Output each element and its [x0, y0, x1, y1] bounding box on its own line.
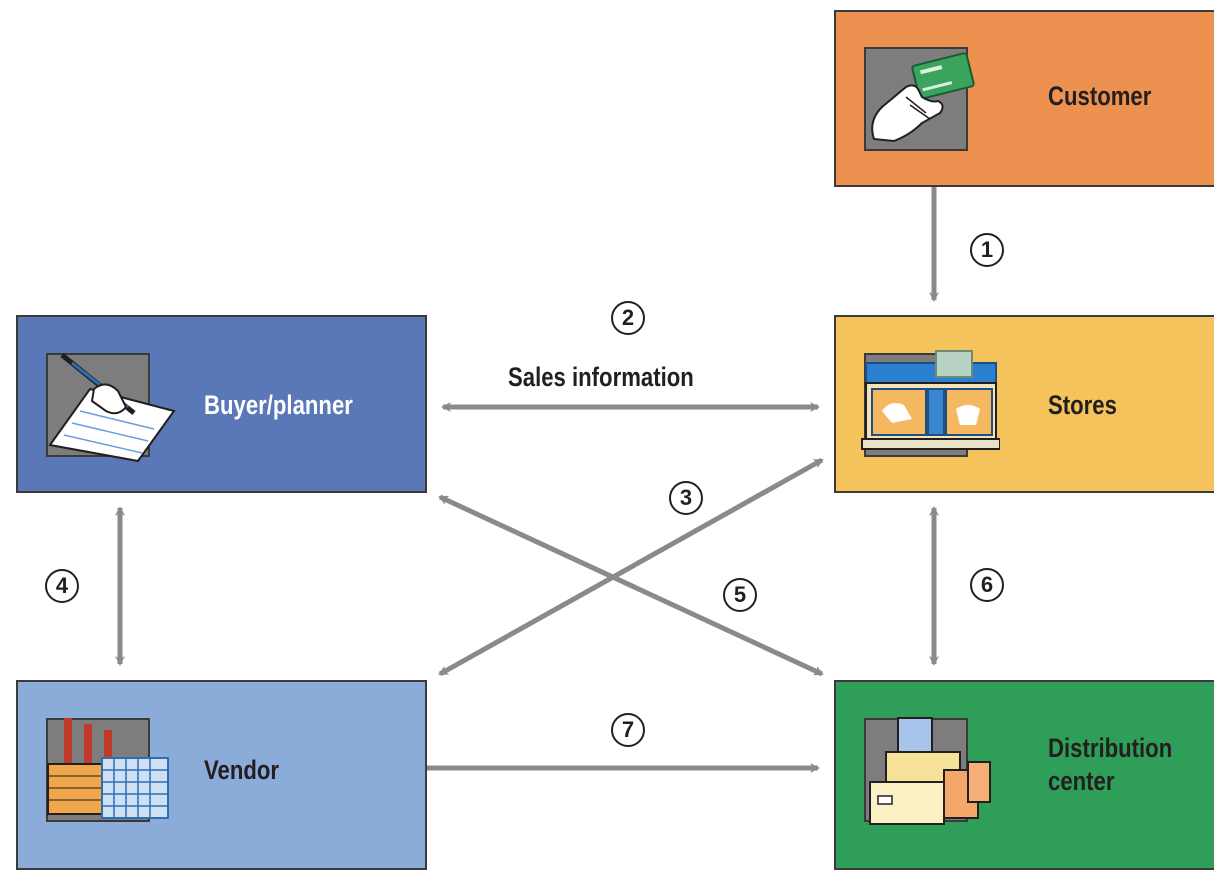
- distribution-center-label-line2: center: [1048, 765, 1115, 796]
- buyer-planner-node: Buyer/planner: [16, 315, 427, 493]
- edge-number-1: 1: [970, 233, 1004, 267]
- hand-pen-icon: [46, 353, 176, 463]
- customer-label: Customer: [1048, 81, 1152, 111]
- customer-node: Customer: [834, 10, 1214, 187]
- edge-number-2: 2: [611, 301, 645, 335]
- vendor-node: Vendor: [16, 680, 427, 870]
- stores-node: Stores: [834, 315, 1214, 493]
- edge-label-sales-information: Sales information: [508, 362, 694, 392]
- edge-number-4: 4: [45, 569, 79, 603]
- distribution-center-label: Distribution center: [1048, 732, 1172, 798]
- arrow-buyer-dc: [438, 494, 824, 677]
- hand-card-icon: [864, 47, 975, 151]
- storefront-icon: [861, 350, 1000, 457]
- edge-number-5: 5: [723, 578, 757, 612]
- distribution-center-label-line1: Distribution: [1048, 733, 1173, 763]
- edge-number-3: 3: [669, 481, 703, 515]
- edge-number-7: 7: [611, 713, 645, 747]
- arrow-stores-vendor: [438, 457, 824, 677]
- boxes-icon: [864, 717, 991, 825]
- stores-label: Stores: [1048, 390, 1117, 420]
- buyer-planner-label: Buyer/planner: [204, 390, 353, 420]
- factory-icon: [46, 718, 169, 822]
- edge-number-6: 6: [970, 568, 1004, 602]
- distribution-center-node: Distribution center: [834, 680, 1214, 870]
- vendor-label: Vendor: [204, 755, 280, 785]
